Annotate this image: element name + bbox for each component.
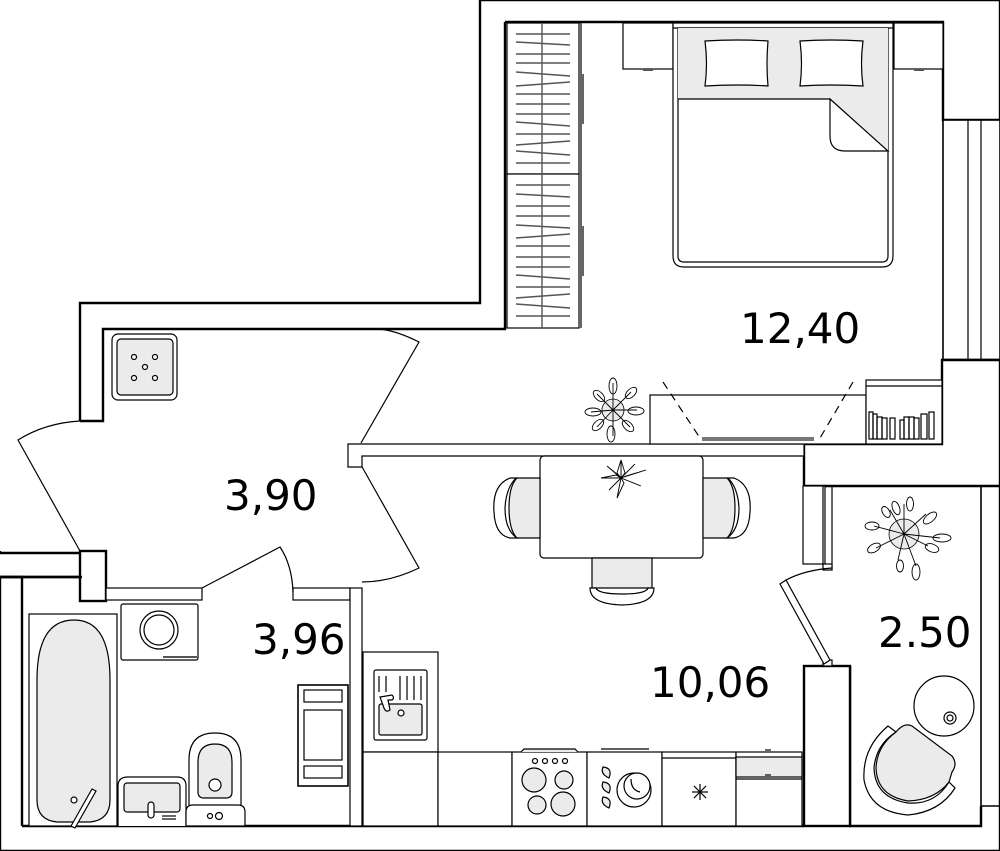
chair-right (702, 477, 751, 539)
kitchen-sink (362, 651, 439, 753)
kitchen-door (360, 328, 420, 583)
towel-rack (297, 684, 349, 787)
stove (511, 748, 588, 827)
balcony-walls (779, 485, 1000, 828)
area-label-bedroom: 12,40 (740, 304, 861, 353)
bedroom-window (942, 119, 1000, 362)
plant-balcony (864, 496, 952, 581)
armchair (863, 724, 956, 816)
area-label-balcony: 2.50 (878, 608, 972, 657)
toilet (185, 732, 246, 827)
bookshelf (865, 379, 943, 445)
chair-left (493, 477, 541, 539)
nightstand-right (893, 22, 944, 71)
plant-bedroom (584, 377, 645, 443)
nightstand-left (622, 22, 674, 71)
area-label-bathroom: 3,96 (252, 615, 346, 664)
area-label-kitchen-living: 10,06 (650, 658, 771, 707)
pillow-right (799, 39, 864, 87)
dishwasher (586, 748, 663, 827)
hallway-walls (0, 420, 363, 827)
washing-machine (120, 603, 199, 661)
plant-table (600, 459, 647, 499)
kitchen-cabinet (735, 749, 803, 827)
area-label-hallway: 3,90 (224, 471, 318, 520)
bathroom-sink (117, 776, 187, 826)
kitchen-counter (362, 751, 513, 827)
tv-stand (649, 381, 867, 445)
pillow-left (704, 39, 769, 87)
chair-bottom (589, 557, 655, 606)
double-bed (672, 22, 894, 268)
bathtub (28, 613, 118, 829)
wardrobe (506, 22, 584, 329)
side-table (913, 675, 975, 737)
hallway-cabinet (111, 333, 178, 401)
fridge (661, 751, 737, 827)
